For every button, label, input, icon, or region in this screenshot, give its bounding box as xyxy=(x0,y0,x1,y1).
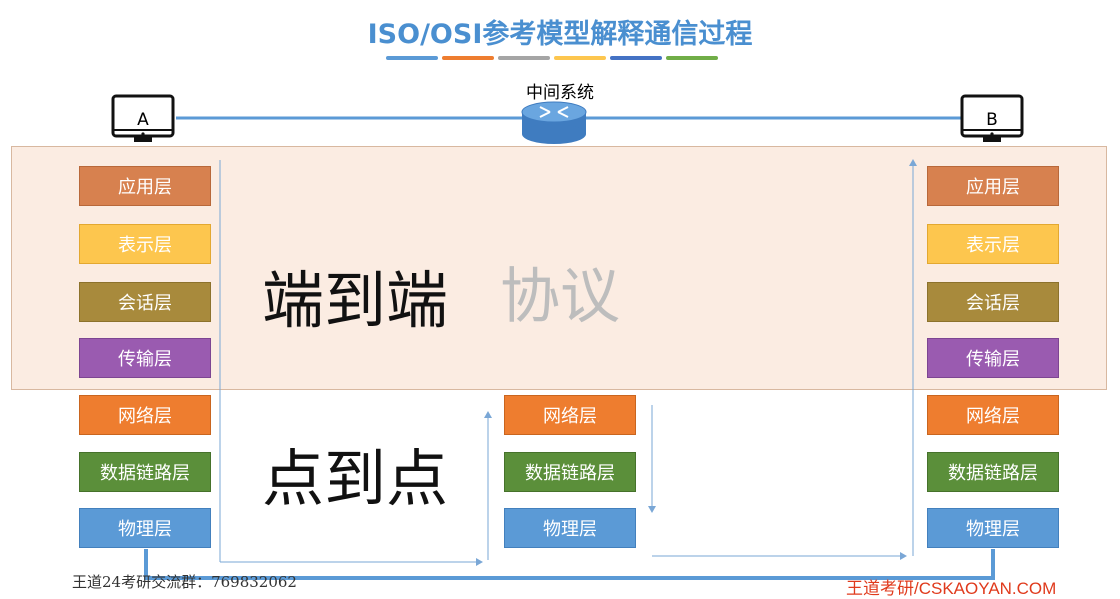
protocol-label: 协议 xyxy=(500,262,620,332)
computer-a-icon xyxy=(111,94,175,142)
b-session-layer: 会话层 xyxy=(927,282,1059,322)
footer-brand: 王道考研/CSKAOYAN.COM xyxy=(846,579,1057,598)
a-transport-layer: 传输层 xyxy=(79,338,211,378)
title-bar-6 xyxy=(666,56,718,60)
a-network-layer: 网络层 xyxy=(79,395,211,435)
end-to-end-label: 端到端 xyxy=(262,264,449,337)
b-physical-layer: 物理层 xyxy=(927,508,1059,548)
title-bar-4 xyxy=(554,56,606,60)
title-bar-1 xyxy=(386,56,438,60)
mid-datalink-layer: 数据链路层 xyxy=(504,452,636,492)
mid-physical-layer: 物理层 xyxy=(504,508,636,548)
page-title: ISO/OSI参考模型解释通信过程 xyxy=(367,19,753,50)
title-bar-5 xyxy=(610,56,662,60)
mid-network-layer: 网络层 xyxy=(504,395,636,435)
b-network-layer: 网络层 xyxy=(927,395,1059,435)
a-session-layer: 会话层 xyxy=(79,282,211,322)
a-datalink-layer: 数据链路层 xyxy=(79,452,211,492)
b-application-layer: 应用层 xyxy=(927,166,1059,206)
title-bar-3 xyxy=(498,56,550,60)
b-datalink-layer: 数据链路层 xyxy=(927,452,1059,492)
host-b-label: B xyxy=(986,110,998,130)
footer-group-info: 王道24考研交流群：769832062 xyxy=(72,573,297,591)
computer-b-icon xyxy=(960,94,1024,142)
b-transport-layer: 传输层 xyxy=(927,338,1059,378)
router-icon xyxy=(521,101,587,144)
a-presentation-layer: 表示层 xyxy=(79,224,211,264)
b-presentation-layer: 表示层 xyxy=(927,224,1059,264)
a-application-layer: 应用层 xyxy=(79,166,211,206)
host-a-label: A xyxy=(137,110,149,130)
title-bar-2 xyxy=(442,56,494,60)
bottom-physical-line xyxy=(144,549,995,580)
a-physical-layer: 物理层 xyxy=(79,508,211,548)
point-to-point-label: 点到点 xyxy=(262,442,449,515)
middle-system-label: 中间系统 xyxy=(526,83,594,103)
